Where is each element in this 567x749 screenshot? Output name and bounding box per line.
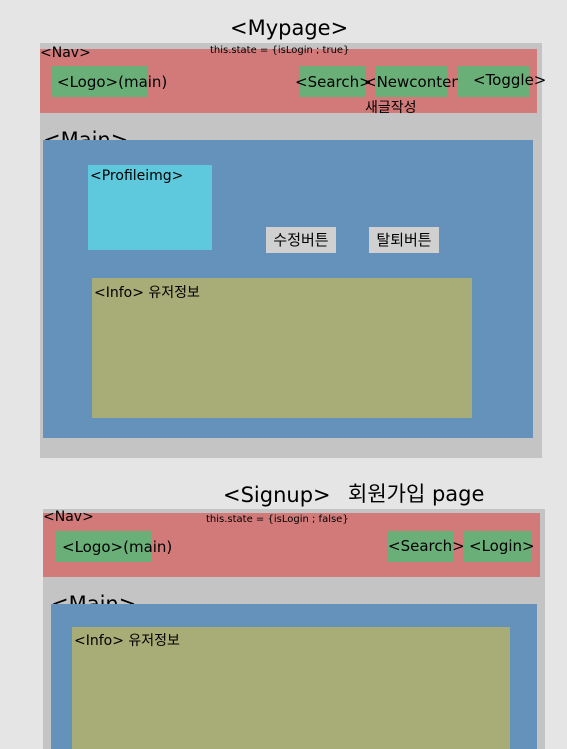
mypage-info: <Info> 유저정보: [92, 278, 472, 418]
mypage-nav-label: <Nav>: [40, 45, 91, 61]
signup-logo-label: <Logo>(main): [62, 538, 173, 556]
mypage-search-button[interactable]: <Search>: [295, 66, 372, 97]
signup-logo[interactable]: <Logo>(main): [55, 531, 172, 562]
mypage-newcontent-caption: 새글작성: [365, 100, 417, 116]
signup-info: <Info> 유저정보: [72, 627, 510, 749]
edit-button[interactable]: 수정버튼: [266, 227, 336, 253]
mypage-info-label: <Info> 유저정보: [94, 285, 200, 301]
mypage-profileimg: <Profileimg>: [88, 165, 212, 250]
signup-search-label: <Search>: [388, 537, 465, 555]
mypage-newcontent-button[interactable]: <Newcontent>: [364, 66, 479, 97]
mypage-newcontent-label: <Newcontent>: [364, 73, 480, 91]
signup-login-button[interactable]: <Login>: [463, 531, 535, 562]
signup-title-suffix: 회원가입 page: [348, 482, 485, 506]
mypage-logo-label: <Logo>(main): [57, 73, 168, 91]
withdraw-button[interactable]: 탈퇴버튼: [369, 227, 439, 253]
signup-title: <Signup>: [223, 483, 331, 507]
signup-nav-label: <Nav>: [43, 509, 94, 525]
mypage-toggle-button[interactable]: <Toggle>: [458, 66, 546, 97]
mypage-toggle-label: <Toggle>: [473, 71, 547, 89]
mypage-state-text: this.state = {isLogin ; true}: [210, 45, 350, 56]
signup-info-label: <Info> 유저정보: [74, 633, 180, 649]
mypage-search-label: <Search>: [295, 73, 372, 91]
signup-state-text: this.state = {isLogin ; false}: [206, 514, 349, 525]
mypage-logo[interactable]: <Logo>(main): [52, 66, 167, 97]
signup-search-button[interactable]: <Search>: [388, 531, 465, 562]
mypage-profileimg-label: <Profileimg>: [90, 168, 184, 184]
signup-login-label: <Login>: [469, 537, 535, 555]
mypage-title: <Mypage>: [230, 16, 349, 40]
